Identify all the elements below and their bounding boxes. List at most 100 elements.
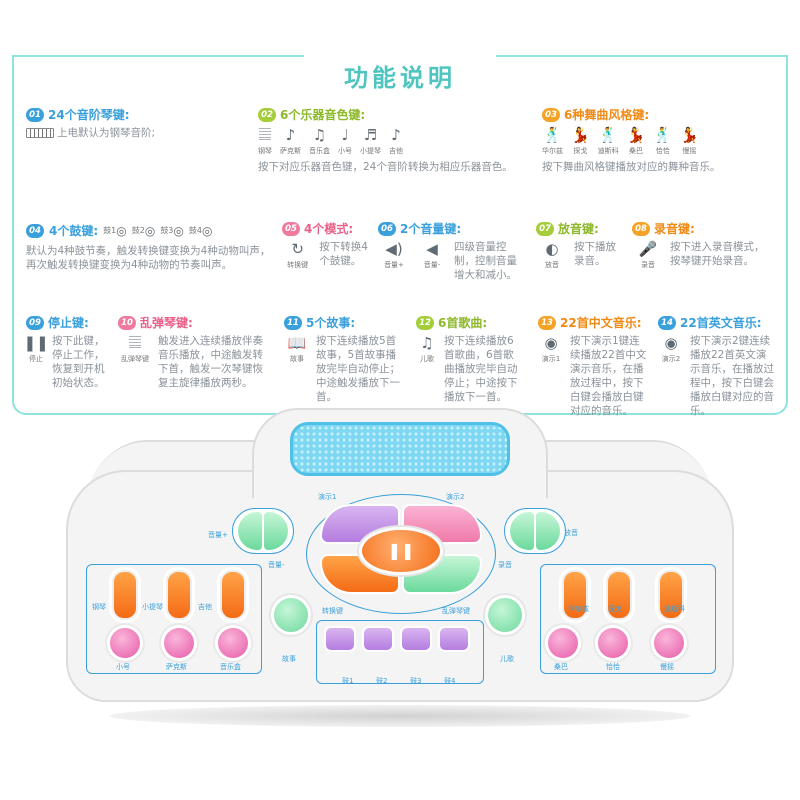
feature-desc: 按下连续播放6首歌曲，6首歌曲播放完毕自动停止；中途按下播放下一首。: [444, 335, 518, 403]
volume-up-icon: ◀)音量+: [384, 240, 404, 269]
rewind-button[interactable]: [510, 512, 534, 550]
drum3-label: 鼓3: [410, 677, 422, 685]
saxophone-button[interactable]: [164, 628, 194, 658]
feature-desc: 触发进入连续播放伴奏音乐播放，中途触发转下首，触发一次琴键恢复主旋律播放两秒。: [158, 335, 263, 389]
page-title: 功能说明: [344, 64, 456, 92]
song-label: 儿歌: [500, 655, 514, 663]
feature-number: 04: [26, 224, 44, 238]
waltz-icon: 🕺华尔兹: [542, 126, 563, 155]
play-icon: ◐放音: [545, 240, 559, 269]
feature-title: 22首英文音乐:: [680, 316, 762, 330]
chacha-icon: 🕺恰恰: [653, 126, 673, 155]
feature-number: 08: [632, 222, 650, 236]
samba-button[interactable]: [548, 628, 578, 658]
volume-up-label: 音量+: [208, 531, 228, 539]
trumpet-button[interactable]: [110, 628, 140, 658]
feature-number: 09: [26, 316, 44, 330]
chacha-button[interactable]: [598, 628, 628, 658]
song-button[interactable]: [488, 598, 522, 632]
feature-title: 6个乐器音色键:: [280, 108, 366, 122]
feature-desc: 默认为4种鼓节奏，触发转换键变换为4种动物叫声，再次触发转换键变换为4种动物的节…: [26, 245, 271, 271]
stop-button[interactable]: ❚❚: [362, 530, 440, 572]
waltz-label: 华尔兹: [568, 605, 589, 613]
story-button[interactable]: [274, 598, 308, 632]
tango-button[interactable]: [606, 570, 632, 620]
demo1-label: 演示1: [318, 493, 337, 501]
feature-desc: 按下连续播放5首故事，5首故事播放完毕自动停止；中途触发播放下一首。: [316, 335, 400, 403]
demo2-label: 演示2: [446, 493, 465, 501]
feature-number: 14: [658, 316, 676, 330]
saxophone-label: 萨克斯: [166, 663, 187, 671]
piano-keys-icon: 𝄚乱弹琴键: [121, 334, 149, 363]
feature-13: 13 22首中文音乐: ◉演示1 按下演示1键连续播放22首中文演示音乐，在播放过程…: [538, 316, 656, 418]
feature-title: 停止键:: [48, 316, 89, 330]
guitar-button[interactable]: [220, 570, 246, 620]
saxophone-icon: ♪萨克斯: [280, 126, 301, 155]
feature-number: 06: [378, 222, 396, 236]
feature-title: 放音键:: [558, 222, 599, 236]
record-label: 录音: [498, 561, 512, 569]
feature-desc: 按下舞曲风格键播放对应的舞种音乐。: [542, 161, 721, 173]
slow-rock-icon: 💃慢摇: [680, 126, 699, 155]
drum-panel: [316, 620, 484, 684]
dance-panel: [540, 564, 716, 674]
drum1-label: 鼓1: [342, 677, 354, 685]
feature-desc: 上电默认为钢琴音阶;: [57, 127, 156, 139]
feature-desc: 按下进入录音模式，按琴键开始录音。: [670, 241, 765, 267]
microphone-icon: 🎤录音: [638, 240, 658, 269]
volume-down-label: 音量-: [268, 561, 285, 569]
tango-label: 探戈: [608, 605, 622, 613]
violin-icon: ♬小提琴: [360, 126, 381, 155]
drum4-label: 鼓4: [444, 677, 456, 685]
feature-title: 4个模式:: [304, 222, 354, 236]
feature-desc: 按下转换4个鼓键。: [319, 241, 368, 267]
instrument-panel: [86, 564, 262, 674]
drum4-button[interactable]: [440, 628, 468, 650]
disco-button[interactable]: [658, 570, 684, 620]
feature-title: 6种舞曲风格键:: [564, 108, 650, 122]
feature-title: 4个鼓键:: [49, 224, 99, 238]
waltz-button[interactable]: [562, 570, 588, 620]
drum2-button[interactable]: [364, 628, 392, 650]
music-note-icon: ♫儿歌: [420, 334, 434, 363]
center-oval: [306, 494, 496, 614]
drum-icon: 鼓3◎: [160, 224, 184, 238]
slow-rock-button[interactable]: [654, 628, 684, 658]
drum1-button[interactable]: [326, 628, 354, 650]
feature-desc: 按下播放录音。: [574, 241, 616, 267]
feature-number: 03: [542, 108, 560, 122]
feature-title: 22首中文音乐:: [560, 316, 642, 330]
volume-down-icon: ◀音量-: [423, 240, 441, 269]
trumpet-icon: ♩小号: [338, 126, 352, 155]
piano-label: 钢琴: [92, 603, 106, 611]
music-box-button[interactable]: [218, 628, 248, 658]
disco-label: 迪斯科: [664, 605, 685, 613]
music-box-label: 音乐盒: [220, 663, 241, 671]
feature-title: 录音键:: [654, 222, 695, 236]
feature-08: 08 录音键: 🎤录音按下进入录音模式，按琴键开始录音。: [632, 222, 782, 272]
trumpet-label: 小号: [116, 663, 130, 671]
disc-icon: ◉演示1: [541, 334, 561, 363]
random-piano-label: 乱弹琴键: [442, 607, 470, 615]
drum-icon: 鼓2◎: [131, 224, 156, 238]
violin-button[interactable]: [166, 570, 192, 620]
feature-desc: 按下演示2键连续播放22首英文演示音乐，在播放过程中，按下白键会播放白键对应的音…: [690, 335, 774, 417]
stop-icon: ❚❚停止: [23, 334, 49, 363]
violin-label: 小提琴: [142, 603, 163, 611]
play-label: 放音: [564, 529, 578, 537]
drum3-button[interactable]: [402, 628, 430, 650]
feature-number: 13: [538, 316, 556, 330]
music-box-icon: ♫音乐盒: [309, 126, 330, 155]
volume-down-button[interactable]: [238, 512, 262, 550]
feature-desc: 按下演示1键连续播放22首中文演示音乐，在播放过程中，按下白键会播放白键对应的音…: [570, 335, 647, 417]
piano-button[interactable]: [112, 570, 138, 620]
samba-icon: 💃桑巴: [626, 126, 646, 155]
